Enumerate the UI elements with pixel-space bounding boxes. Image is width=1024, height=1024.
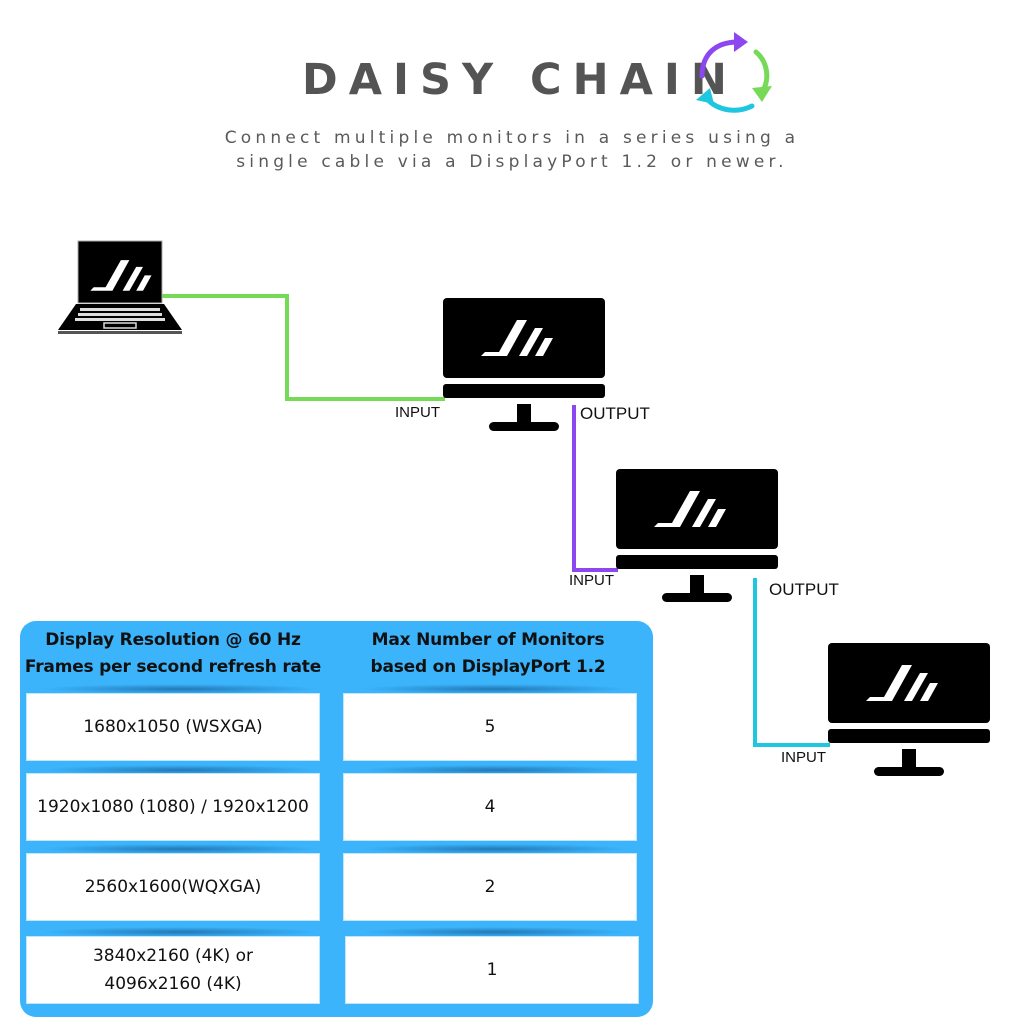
row-shadow (360, 844, 630, 854)
monitor-1-output-label: OUTPUT (580, 404, 650, 423)
cable-monitor-1-to-monitor-2 (572, 405, 618, 572)
header-max-monitors: Max Number of Monitors based on DisplayP… (340, 627, 636, 685)
page-title: DAISY CHAIN (302, 55, 738, 105)
table-row-3-max-monitors: 2 (343, 853, 637, 921)
table-row-4-resolution: 3840x2160 (4K) or 4096x2160 (4K) (26, 936, 320, 1004)
row-shadow (40, 844, 320, 854)
header-max-monitors-line-2: based on DisplayPort 1.2 (370, 657, 606, 677)
header-resolution: Display Resolution @ 60 Hz Frames per se… (20, 627, 326, 685)
row-shadow (40, 684, 320, 694)
subtitle: Connect multiple monitors in a series us… (150, 126, 874, 174)
cycle-arrow-purple (699, 39, 741, 79)
laptop-icon (58, 240, 182, 334)
monitor-3-input-label: INPUT (781, 749, 826, 766)
header-max-monitors-line-1: Max Number of Monitors (371, 630, 605, 650)
monitor-2-input-label: INPUT (569, 572, 614, 589)
cycle-arrowhead-purple (734, 32, 748, 52)
subtitle-line-2: single cable via a DisplayPort 1.2 or ne… (236, 152, 788, 172)
cable-laptop-to-monitor-1 (162, 294, 445, 401)
subtitle-line-1: Connect multiple monitors in a series us… (224, 128, 800, 148)
table-row-2-max-monitors: 4 (343, 773, 637, 841)
table-row-3-resolution: 2560x1600(WQXGA) (26, 853, 320, 921)
table-row-4-max-monitors: 1 (345, 936, 639, 1004)
row-shadow (360, 684, 630, 694)
resolution-table: Display Resolution @ 60 Hz Frames per se… (20, 621, 653, 1017)
cycle-arrowhead-green (752, 86, 772, 102)
monitor-1-input-label: INPUT (395, 404, 440, 421)
row-shadow (360, 765, 630, 775)
monitor-2-output-label: OUTPUT (769, 580, 839, 599)
table-row-1-resolution: 1680x1050 (WSXGA) (26, 693, 320, 761)
header-resolution-line-2: Frames per second refresh rate (24, 657, 322, 677)
cycle-arrows-icon (696, 32, 772, 113)
row-shadow (360, 927, 630, 937)
monitor-3-icon (828, 643, 990, 776)
cable-monitor-2-to-monitor-3 (753, 578, 830, 747)
cycle-arrowhead-cyan (696, 88, 714, 104)
resolution-text-line-2: 4096x2160 (4K) (104, 974, 242, 994)
table-row-2-resolution: 1920x1080 (1080) / 1920x1200 (26, 773, 320, 841)
table-row-1-max-monitors: 5 (343, 693, 637, 761)
row-shadow (40, 927, 320, 937)
resolution-text: 1920x1080 (1080) / 1920x1200 (37, 797, 309, 817)
header-resolution-line-1: Display Resolution @ 60 Hz (45, 630, 301, 650)
resolution-text-line-1: 3840x2160 (4K) or (92, 946, 253, 966)
resolution-text: 2560x1600(WQXGA) (84, 877, 262, 897)
row-shadow (40, 765, 320, 775)
resolution-text: 1680x1050 (WSXGA) (83, 717, 263, 737)
